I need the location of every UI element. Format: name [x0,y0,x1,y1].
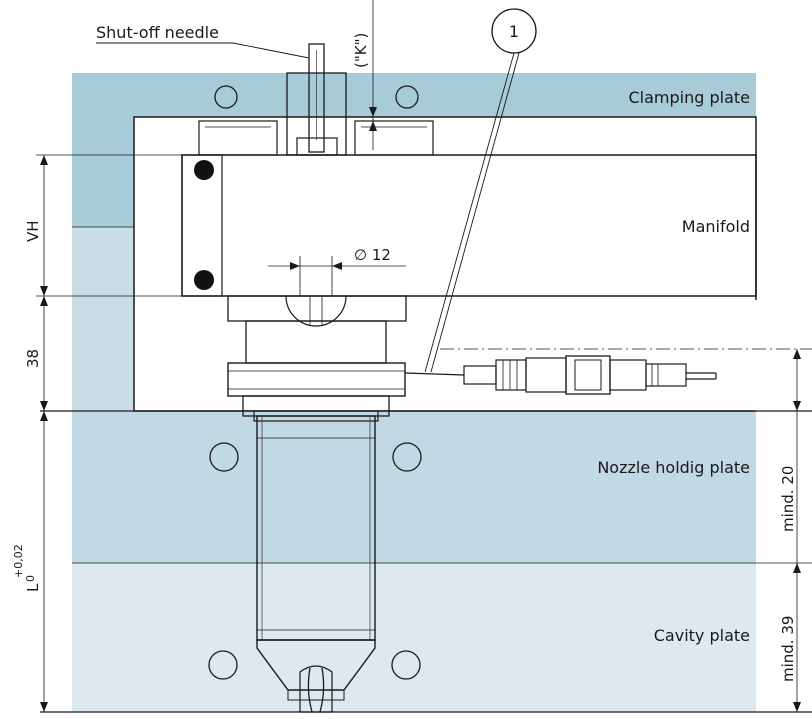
bore-hole-cavity-left [208,650,238,680]
dim-l-text: L [24,583,42,592]
connector-grip [495,359,527,391]
dim-d12-text: ∅ 12 [354,246,391,264]
label-manifold: Manifold [682,217,750,236]
connector-plug-inner [574,359,602,391]
nozzle-heater-ring [227,362,406,397]
nozzle-flange [227,295,407,322]
nozzle-neck [245,320,387,364]
label-nozzle-plate: Nozzle holdig plate [597,458,750,477]
manifold-block [181,154,757,297]
bore-hole-cavity-right [391,650,421,680]
needle-leader [96,42,310,59]
dim-l-tol-upper: +0,02 [12,544,25,578]
cavity-plate [72,563,756,712]
dim-38-text: 38 [24,349,42,368]
connector-body [525,357,567,393]
clamping-plate [72,73,756,117]
label-clamping-plate: Clamping plate [628,88,750,107]
dim-min39-text: mind. 39 [779,616,797,682]
nozzle-top-band [253,410,379,422]
dim-min20-text: mind. 20 [779,466,797,532]
nozzle-tip-insert [299,665,333,713]
dim-l-tol-lower: 0 [24,575,37,582]
callout-number: 1 [509,22,519,41]
connector-plug [565,355,611,395]
support-pad-left [198,120,278,156]
connector-sleeve [463,365,497,385]
dim-vh-text: VH [24,220,42,242]
support-pad-right [354,120,434,156]
clamping-plate-left-strip-upper [72,117,134,227]
dim-k-text: ("K") [352,33,370,68]
bore-hole-nozzle-right [392,442,422,472]
seal-ring-upper [194,160,214,180]
bore-hole-clamping-right [395,85,419,109]
callout-leader [424,52,515,373]
connector-tail [645,363,687,387]
label-cavity-plate: Cavity plate [654,626,750,645]
shut-off-needle [308,43,325,153]
thermocouple-cable [404,372,465,376]
seal-ring-lower [194,270,214,290]
label-shut-off-needle: Shut-off needle [96,23,219,42]
connector-mate [609,359,647,391]
nozzle-needle-seat [285,295,347,327]
bore-hole-clamping-left [214,85,238,109]
callout-bubble [491,8,537,54]
bore-hole-nozzle-left [209,442,239,472]
nozzle-holding-plate [72,411,756,563]
clamping-plate-left-strip-lower [72,227,134,411]
needle-head [296,137,338,156]
